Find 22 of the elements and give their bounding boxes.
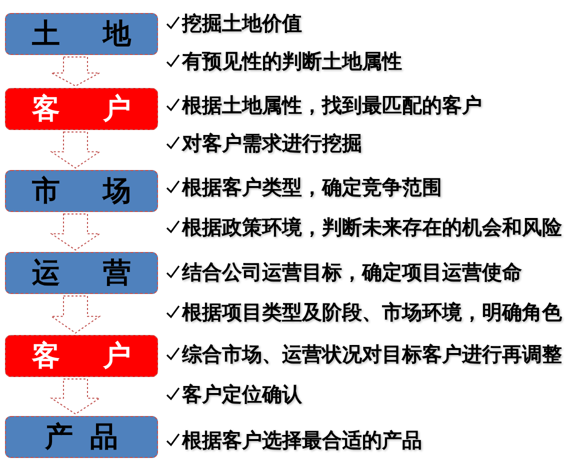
process-box: 市 场 [5,170,158,212]
arrow [50,378,102,415]
description-text: 挖掘土地价值 [182,10,302,37]
process-box: 产品 [5,416,158,458]
arrow [50,132,102,169]
description-text: 对客户需求进行挖掘 [182,130,362,157]
description-text: 有预见性的判断土地属性 [182,48,402,75]
description-text: 根据土地属性，找到最匹配的客户 [182,92,482,119]
description-text: 结合公司运营目标，确定项目运营使命 [182,259,522,286]
description-text: 根据项目类型及阶段、市场环境，明确角色 [182,299,562,326]
arrow [50,214,102,251]
description-text: 客户定位确认 [182,381,302,408]
process-box: 土 地 [5,13,158,55]
arrow [51,56,100,87]
description-text: 综合市场、运营状况对目标客户进行再调整 [182,341,562,368]
arrow [50,296,102,334]
process-box: 客 户 [5,335,158,377]
process-box: 运 营 [5,252,158,294]
description-text: 根据政策环境，判断未来存在的机会和风险 [182,214,562,241]
description-text: 根据客户类型，确定竞争范围 [182,174,442,201]
process-box: 客 户 [5,88,158,130]
description-text: 根据客户选择最合适的产品 [182,427,422,454]
